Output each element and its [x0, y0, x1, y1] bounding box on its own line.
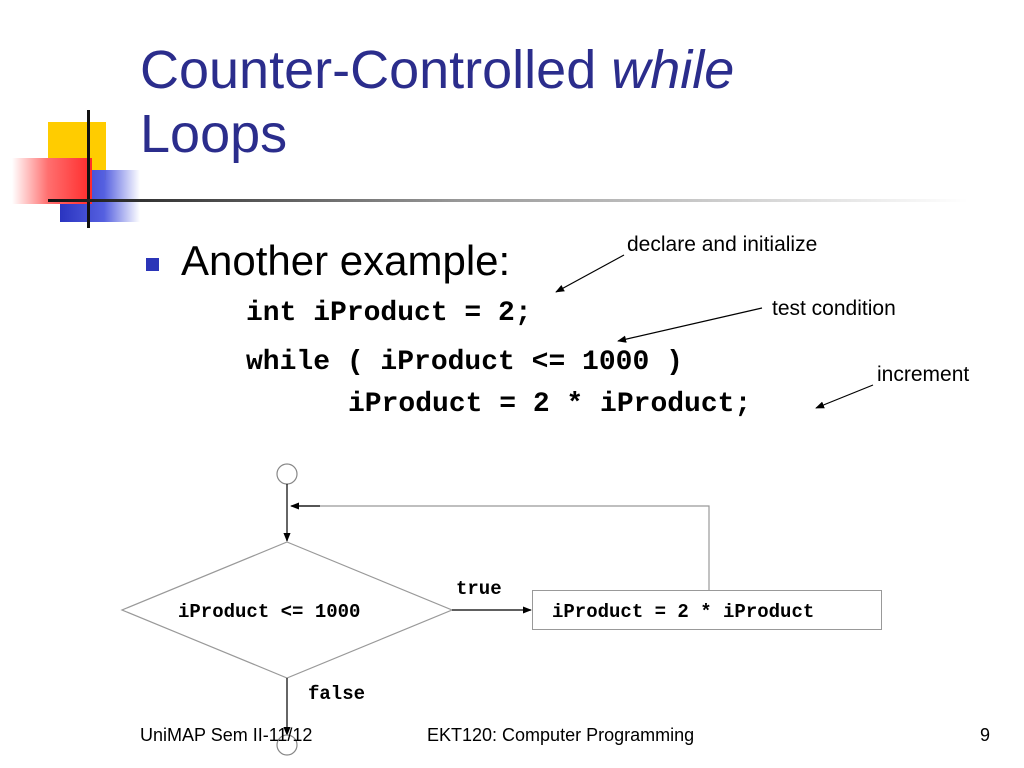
title-italic-keyword: while	[611, 40, 735, 100]
end-node	[276, 734, 298, 756]
slide-number: 9	[980, 725, 991, 745]
footer-course-semester: UniMAP Sem II-11/12	[140, 725, 313, 745]
flow-true-label: true	[456, 578, 502, 600]
decoration-red-block	[12, 158, 92, 204]
flow-body-box	[532, 590, 882, 630]
annotation-declare: declare and initialize	[627, 233, 818, 256]
slide-title: Counter-Controlled while Loops	[140, 38, 960, 166]
code-line-while: while ( iProduct <= 1000 )	[246, 347, 683, 378]
bullet-text: Another example:	[181, 237, 511, 284]
title-underline	[48, 199, 968, 202]
flow-loop-back	[292, 505, 710, 590]
decoration-vertical-line	[87, 110, 90, 228]
annotation-test-condition: test condition	[772, 297, 896, 320]
flow-condition-text: iProduct <= 1000	[178, 601, 361, 623]
title-line2: Loops	[140, 104, 288, 164]
code-line-declaration: int iProduct = 2;	[246, 298, 532, 329]
code-line-increment: iProduct = 2 * iProduct;	[348, 389, 752, 420]
flow-false-label: false	[308, 683, 366, 705]
annotation-increment: increment	[877, 363, 970, 386]
bullet-marker	[146, 258, 159, 271]
flow-body-text: iProduct = 2 * iProduct	[552, 601, 815, 623]
footer-course-title: EKT120: Computer Programming	[427, 725, 695, 745]
start-node	[276, 463, 298, 485]
arrow-test-condition	[617, 307, 763, 343]
arrow-declare	[555, 254, 625, 293]
title-text: Counter-Controlled	[140, 40, 612, 100]
arrow-increment	[815, 384, 874, 409]
